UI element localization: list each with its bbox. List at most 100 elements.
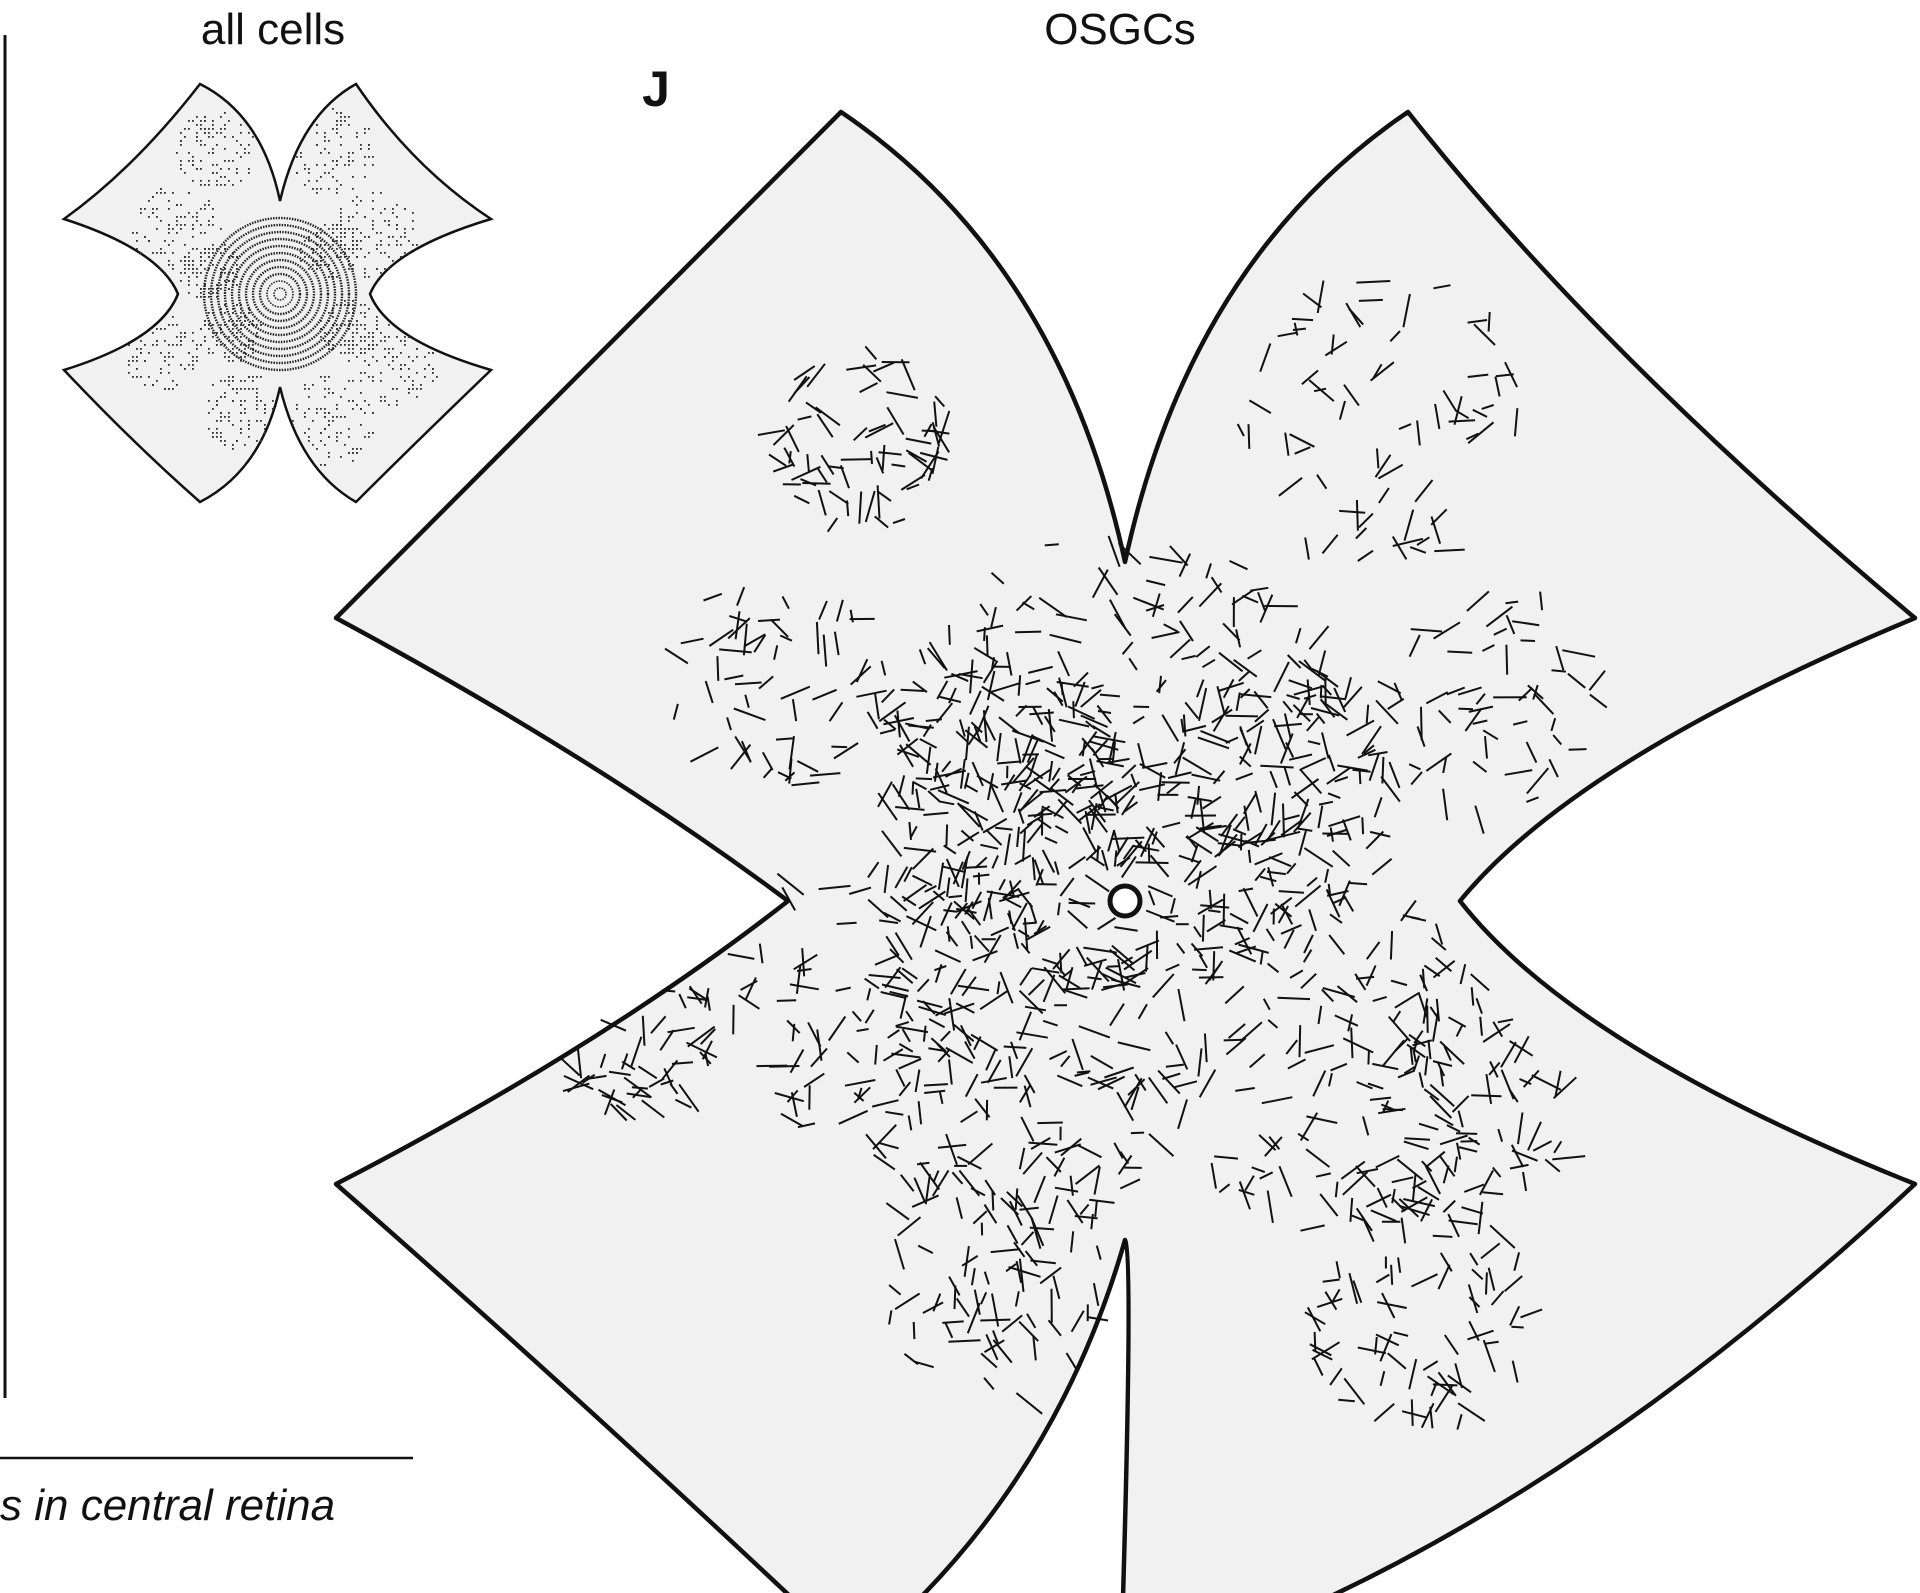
osgc-mark (1477, 1201, 1484, 1235)
osgc-mark (724, 674, 744, 681)
osgc-mark (1055, 964, 1066, 976)
inset-cell-dot (160, 188, 162, 190)
inset-cell-dot (316, 164, 318, 166)
osgc-mark (848, 886, 872, 895)
inset-cell-dot (200, 292, 202, 294)
inset-cell-dot (332, 232, 334, 234)
inset-cell-dot (192, 248, 194, 250)
osgc-mark (964, 783, 979, 793)
osgc-mark (1028, 1141, 1058, 1146)
osgc-mark (1095, 1245, 1102, 1260)
inset-cell-dot (352, 188, 354, 190)
inset-cell-dot (180, 280, 182, 282)
inset-cell-dot (324, 428, 326, 430)
inset-cell-dot (168, 208, 170, 210)
inset-cell-dot (320, 408, 322, 410)
osgc-mark (1512, 720, 1528, 726)
osgc-mark (1022, 921, 1037, 925)
osgc-mark (1344, 676, 1352, 699)
osgc-mark (1319, 684, 1323, 699)
inset-cell-dot (168, 224, 170, 226)
inset-cell-dot (188, 160, 190, 162)
osgc-mark (983, 1339, 1005, 1353)
inset-cell-dot (224, 148, 226, 150)
inset-cell-dot (328, 412, 330, 414)
inset-cell-dot (160, 372, 162, 374)
inset-cell-dot (328, 152, 330, 154)
osgc-mark (946, 926, 951, 942)
osgc-mark (838, 1109, 869, 1125)
osgc-mark (828, 490, 849, 505)
osgc-mark (1410, 771, 1423, 786)
osgc-mark (1356, 1081, 1373, 1090)
inset-cell-dot (236, 284, 238, 286)
osgc-mark (1513, 408, 1519, 437)
inset-cell-dot (360, 348, 362, 350)
osgc-mark (1053, 799, 1068, 817)
inset-cell-dot (220, 228, 222, 230)
inset-cell-dot (348, 216, 350, 218)
inset-cell-dot (232, 444, 234, 446)
osgc-mark (659, 1029, 675, 1051)
osgc-mark (1198, 954, 1208, 969)
osgc-mark (1292, 704, 1311, 723)
osgc-mark (806, 363, 826, 388)
inset-cell-dot (228, 168, 230, 170)
osgc-mark (1202, 795, 1222, 810)
osgc-mark (1025, 679, 1041, 686)
osgc-mark (791, 1023, 796, 1042)
osgc-mark (1046, 687, 1064, 703)
osgc-mark (1342, 1037, 1374, 1054)
osgc-mark (789, 983, 819, 991)
osgc-mark (1371, 858, 1393, 876)
inset-cell-dot (228, 120, 230, 122)
inset-cell-dot (168, 244, 170, 246)
osgc-mark (1268, 1135, 1281, 1150)
osgc-mark (761, 751, 774, 771)
osgc-mark (1076, 784, 1104, 790)
osgc-mark (1418, 1072, 1424, 1088)
inset-cell-dot (212, 352, 214, 354)
osgc-mark (650, 1015, 667, 1034)
inset-cell-dot (224, 312, 226, 314)
inset-cell-dot (244, 388, 246, 390)
osgc-mark (1544, 1158, 1561, 1173)
inset-cell-dot (416, 244, 418, 246)
osgc-mark (1484, 736, 1488, 759)
osgc-mark (1123, 801, 1139, 813)
osgc-mark (899, 994, 908, 1019)
inset-cell-dot (212, 148, 214, 150)
osgc-mark (1237, 831, 1262, 849)
inset-cell-dot (388, 364, 390, 366)
inset-cell-dot (196, 284, 198, 286)
inset-cell-dot (224, 244, 226, 246)
osgc-mark (919, 915, 932, 948)
osgc-mark (736, 586, 746, 606)
osgc-mark (1300, 757, 1327, 771)
osgc-mark (906, 483, 920, 491)
inset-cell-dot (312, 188, 314, 190)
osgc-mark (886, 391, 919, 399)
osgc-mark (1093, 783, 1117, 806)
inset-cell-dot (300, 252, 302, 254)
osgc-mark (948, 998, 956, 1031)
inset-cell-dot (196, 212, 198, 214)
inset-cell-dot (188, 212, 190, 214)
inset-cell-dot (352, 308, 354, 310)
osgc-mark (1067, 705, 1096, 720)
osgc-mark (1193, 925, 1202, 938)
osgc-mark (966, 1302, 981, 1334)
osgc-mark (1442, 389, 1457, 412)
osgc-mark (784, 771, 796, 782)
osgc-mark (1187, 796, 1212, 803)
inset-cell-dot (388, 268, 390, 270)
inset-cell-dot (180, 260, 182, 262)
osgc-mark (985, 1049, 997, 1071)
inset-cell-dot (304, 240, 306, 242)
osgc-mark (934, 395, 946, 408)
osgc-mark (1113, 850, 1118, 867)
inset-cell-dot (188, 264, 190, 266)
osgc-mark (1079, 1203, 1090, 1215)
inset-cell-dot (356, 256, 358, 258)
osgc-mark (1009, 1200, 1023, 1226)
